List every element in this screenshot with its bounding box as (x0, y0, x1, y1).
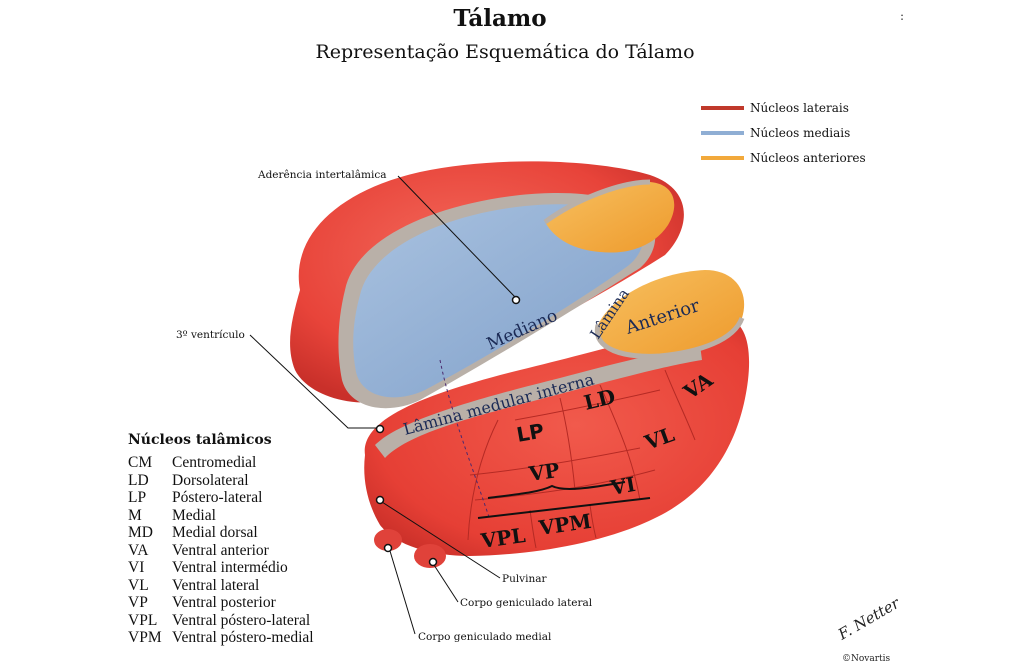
callout-geniculado-lateral-dot (428, 557, 438, 567)
nucleus-name: Ventral lateral (172, 576, 260, 594)
nucleus-code: VI (128, 559, 145, 576)
nucleus-name: Ventral intermédio (172, 559, 288, 576)
nucleus-name: Dorsolateral (172, 471, 249, 489)
list-item: VA Ventral anterior (128, 542, 378, 560)
nucleus-name: Ventral anterior (172, 541, 269, 559)
credit: F. Netter ©Novartis (834, 594, 903, 664)
list-item: CM Centromedial (128, 454, 378, 472)
list-item: VPL Ventral póstero-lateral (128, 612, 378, 630)
lamina-medular-band (375, 345, 702, 458)
lower-anterior-border (594, 316, 745, 359)
corner-mark: : (900, 9, 904, 23)
callout-aderencia-dot (511, 295, 521, 305)
label-lp: LP (515, 419, 546, 447)
label-vi: VI (608, 472, 638, 500)
list-item: MD Medial dorsal (128, 524, 378, 542)
lower-lobe-outer (364, 318, 750, 556)
nucleus-code: VP (128, 594, 148, 611)
legend-label-anterior: Núcleos anteriores (750, 151, 866, 165)
vp-underline (477, 497, 651, 519)
copyright-text: ©Novartis (842, 654, 891, 664)
callout-pulvinar-label: Pulvinar (502, 573, 547, 585)
legend: Núcleos laterais Núcleos mediais Núcleos… (701, 101, 866, 165)
page-subtitle: Representação Esquemática do Tálamo (315, 41, 694, 63)
geniculate-bump-medial (374, 529, 402, 551)
list-item: VPM Ventral póstero-medial (128, 629, 378, 647)
legend-label-medial: Núcleos mediais (750, 126, 850, 140)
nuclei-list-rows: CM Centromedial LD Dorsolateral LP Póstero-… (128, 454, 378, 647)
label-vp: VP (526, 458, 561, 486)
callout-pulvinar-dot (375, 495, 385, 505)
callout-pulvinar-leader (381, 501, 501, 579)
nucleus-name: Ventral póstero-lateral (172, 611, 311, 629)
callout-ventriculo-dot (375, 424, 385, 434)
nucleus-code: CM (128, 454, 153, 471)
nucleus-name: Medial (172, 506, 216, 524)
nuclei-list-title: Núcleos talâmicos (128, 432, 272, 448)
nucleus-code: VPL (128, 611, 158, 629)
callout-aderencia-label: Aderência intertalâmica (257, 169, 386, 181)
upper-anterior-border (543, 179, 651, 225)
medial-surface (353, 204, 644, 398)
nuclei-list: Núcleos talâmicos CM Centromedial LD Dorso… (128, 432, 378, 647)
callout-aderencia-leader (397, 175, 517, 299)
lower-anterior-nucleus (597, 270, 745, 357)
list-item: VP Ventral posterior (128, 594, 378, 612)
list-item: VL Ventral lateral (128, 577, 378, 595)
nucleus-code: VL (128, 576, 149, 594)
thalamus-lower-lobe (364, 270, 750, 568)
nucleus-code: VA (128, 541, 149, 559)
list-item: LP Póstero-lateral (128, 489, 378, 507)
nucleus-name: Medial dorsal (172, 524, 258, 541)
callout-geniculado-lateral-leader (433, 564, 459, 603)
callout-ventriculo-leader (249, 334, 378, 429)
vp-brace (487, 481, 626, 499)
nucleus-code: MD (128, 524, 153, 541)
thalamus-upper-lobe (290, 161, 684, 409)
geniculate-bump-lateral (414, 544, 446, 568)
callout-geniculado-medial-leader (389, 550, 416, 635)
page-title: Tálamo (453, 5, 546, 32)
nucleus-name: Centromedial (172, 454, 257, 471)
callout-ventriculo-label: 3º ventrículo (176, 329, 245, 341)
upper-anterior-nucleus (545, 182, 675, 253)
list-item: VI Ventral intermédio (128, 559, 378, 577)
nucleus-name: Póstero-lateral (172, 489, 263, 506)
callout-geniculado-lateral-label: Corpo geniculado lateral (460, 597, 593, 609)
nucleus-code: M (128, 506, 142, 524)
list-item: LD Dorsolateral (128, 472, 378, 490)
callouts: Aderência intertalâmica 3º ventrículo Pu… (176, 169, 593, 643)
callout-geniculado-medial-dot (383, 543, 393, 553)
nucleus-code: LP (128, 489, 147, 506)
callout-geniculado-medial-label: Corpo geniculado medial (418, 631, 552, 643)
list-item: M Medial (128, 507, 378, 525)
nucleus-code: LD (128, 471, 149, 489)
netter-signature: F. Netter (834, 594, 903, 644)
legend-label-lateral: Núcleos laterais (750, 101, 849, 115)
nucleus-name: Ventral póstero-medial (172, 629, 314, 646)
nucleus-name: Ventral posterior (172, 594, 276, 611)
nucleus-code: VPM (128, 629, 162, 646)
